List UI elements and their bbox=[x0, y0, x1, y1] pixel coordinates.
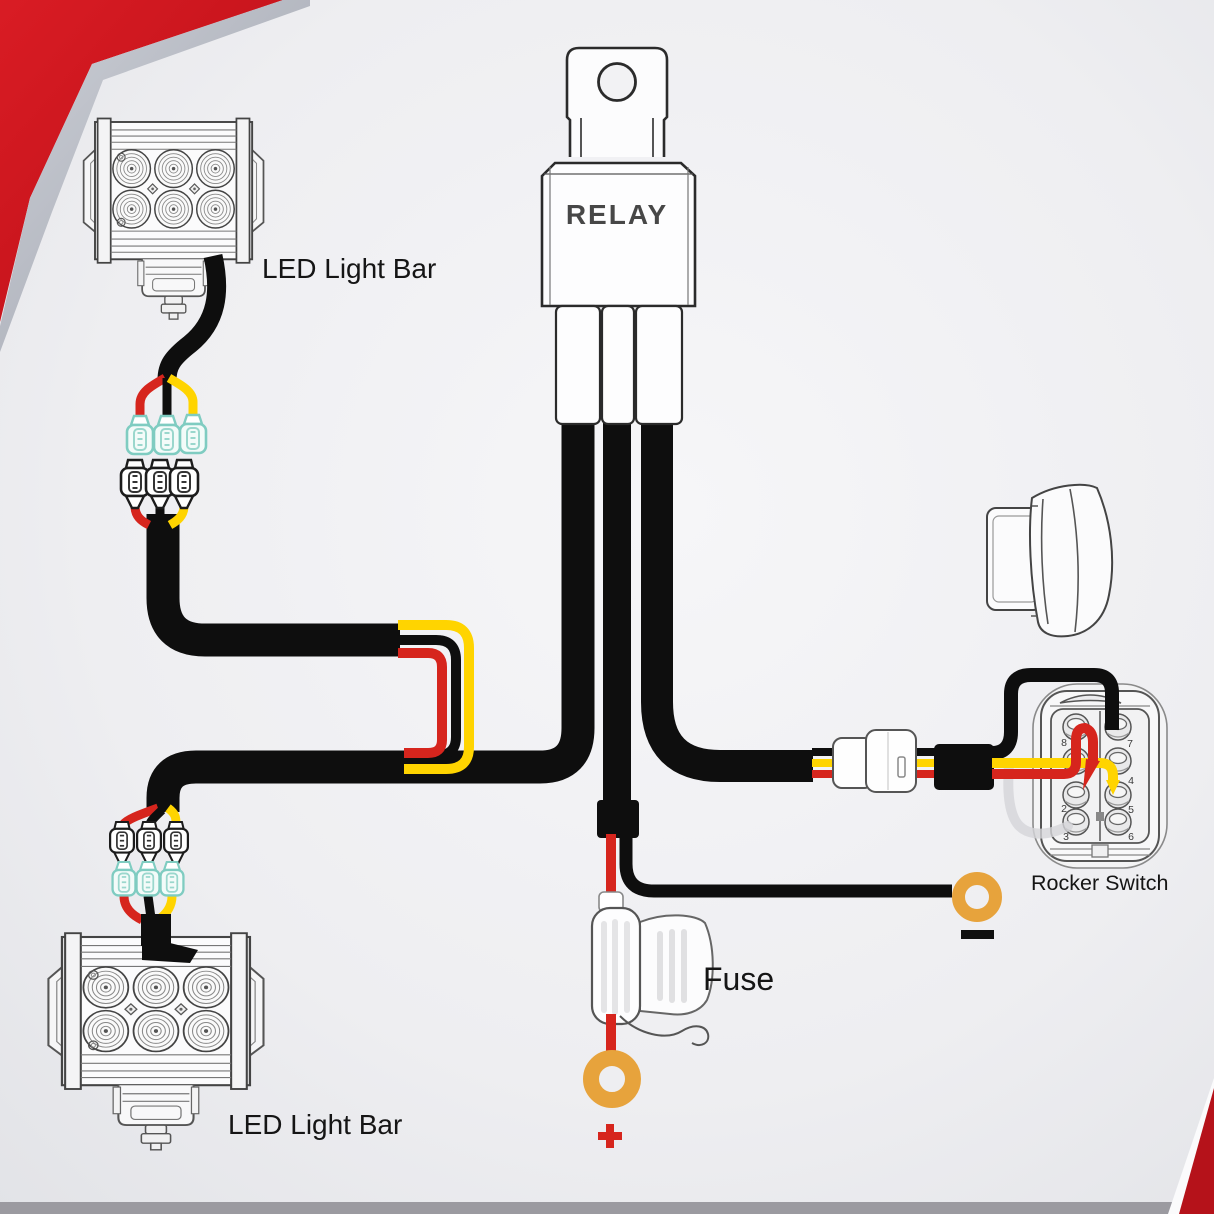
relay-body bbox=[540, 161, 697, 308]
loop-wire-yellow bbox=[398, 620, 474, 774]
rocker-actuator bbox=[986, 483, 1114, 638]
svg-text:2: 2 bbox=[1061, 803, 1067, 815]
inline-connector bbox=[832, 729, 917, 793]
svg-text:8: 8 bbox=[1061, 737, 1067, 749]
harness-cables bbox=[146, 253, 952, 898]
connector-latch bbox=[897, 756, 906, 778]
wire-sheath bbox=[934, 744, 994, 790]
corner-accent-top-left bbox=[0, 0, 283, 322]
cable-relay-to-switch bbox=[641, 420, 813, 782]
relay-boot bbox=[634, 304, 684, 426]
wire-ground-to-minus-ring bbox=[619, 838, 952, 898]
svg-text:3: 3 bbox=[1063, 831, 1069, 843]
svg-text:6: 6 bbox=[1128, 831, 1134, 843]
cable-sheath-end bbox=[597, 800, 639, 838]
female-connector-icon bbox=[111, 860, 137, 897]
female-connector-icon bbox=[152, 414, 182, 456]
mounting-hole bbox=[597, 62, 637, 102]
loop-wire-red bbox=[398, 648, 447, 758]
wire-black-terminal7 bbox=[991, 668, 1119, 760]
svg-text:7: 7 bbox=[1127, 738, 1133, 750]
svg-text:4: 4 bbox=[1128, 775, 1134, 787]
wire-red-terminal2 bbox=[992, 722, 1098, 779]
label-rocker-switch: Rocker Switch bbox=[1031, 871, 1168, 895]
female-connector-icon bbox=[159, 860, 185, 897]
cable-bottom-led-to-relay bbox=[146, 418, 595, 812]
fuse-holder bbox=[590, 891, 714, 1046]
corner-accent-bottom-right bbox=[1179, 1088, 1214, 1214]
terminal-numbers: 8 7 2 4 5 3 6 bbox=[1061, 737, 1134, 843]
wire-white-terminal3 bbox=[1003, 759, 1073, 839]
corner-edge-highlight bbox=[1168, 1078, 1214, 1214]
minus-symbol bbox=[961, 930, 994, 939]
label-fuse: Fuse bbox=[703, 961, 774, 997]
silver-trim-band bbox=[0, 0, 310, 352]
bottom-pigtail-foot bbox=[142, 936, 198, 963]
table-edge bbox=[0, 1202, 1214, 1214]
wire-yellow-terminal4 bbox=[992, 758, 1118, 783]
relay-boot bbox=[600, 304, 636, 426]
loop-wire-black bbox=[398, 635, 461, 760]
wire-yellow-tip bbox=[1106, 780, 1120, 795]
label-led-bar-bottom: LED Light Bar bbox=[228, 1109, 402, 1140]
relay-label: RELAY bbox=[566, 199, 668, 230]
wire-red-tip bbox=[1083, 759, 1100, 790]
label-led-bar-top: LED Light Bar bbox=[262, 253, 436, 284]
fuse-clip-lever bbox=[619, 1015, 710, 1046]
ring-terminal-positive bbox=[583, 1050, 641, 1108]
cable-top-led-pigtail bbox=[157, 253, 227, 381]
ring-terminal-negative bbox=[952, 872, 1002, 922]
female-connector-icon bbox=[125, 414, 155, 456]
relay: RELAY bbox=[540, 46, 697, 426]
relay-boot bbox=[554, 304, 602, 426]
plus-symbol bbox=[598, 1124, 622, 1148]
cable-top-led-run bbox=[146, 514, 400, 657]
female-connector-icon bbox=[135, 860, 161, 897]
relay-mounting-tab bbox=[565, 46, 669, 157]
junction-loop-wires bbox=[398, 620, 474, 774]
svg-text:5: 5 bbox=[1128, 804, 1134, 816]
bottom-connector-cluster bbox=[108, 820, 190, 897]
female-connector-icon bbox=[178, 413, 208, 455]
